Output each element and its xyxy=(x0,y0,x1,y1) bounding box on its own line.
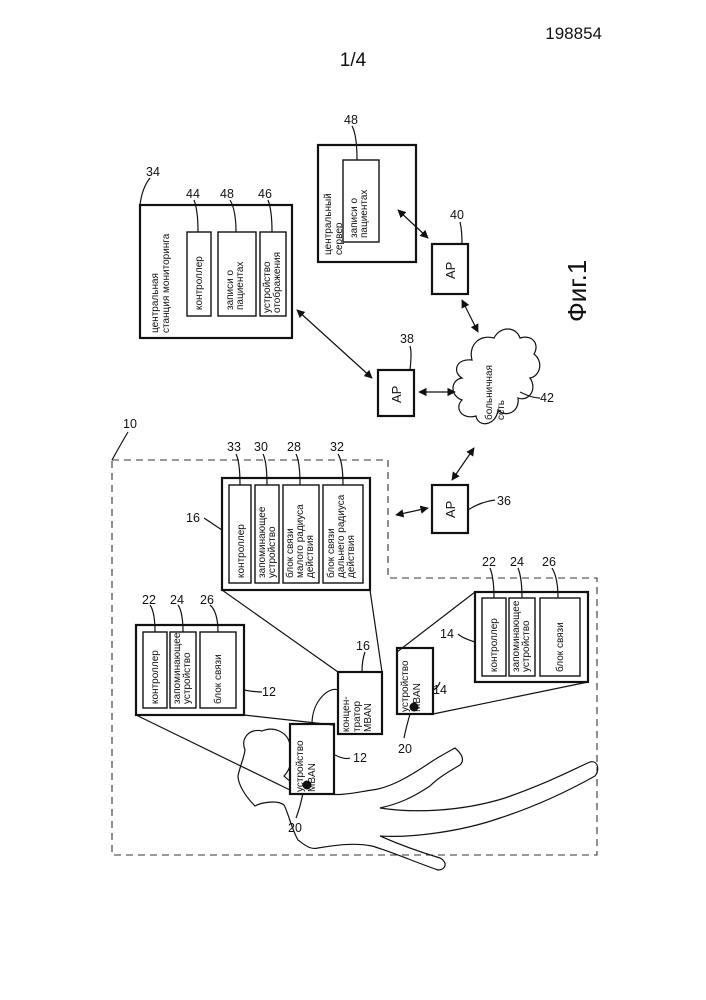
svg-text:записи о пациентах: записи о пациентах xyxy=(349,190,370,238)
sensor-dot-right xyxy=(410,703,419,712)
svg-text:устройство отображения: устройство отображения xyxy=(262,252,283,313)
svg-text:24: 24 xyxy=(510,555,524,569)
arrow-ap40-network xyxy=(462,300,478,332)
svg-text:46: 46 xyxy=(258,187,272,201)
arrow-station-ap38 xyxy=(297,310,372,378)
svg-text:14: 14 xyxy=(440,627,454,641)
arrow-hub-ap36 xyxy=(396,508,428,515)
svg-text:33: 33 xyxy=(227,440,241,454)
svg-text:20: 20 xyxy=(398,742,412,756)
svg-text:20: 20 xyxy=(288,821,302,835)
svg-text:28: 28 xyxy=(287,440,301,454)
svg-text:26: 26 xyxy=(200,593,214,607)
svg-text:контроллер: контроллер xyxy=(236,524,247,578)
sensor-dot-left xyxy=(303,781,312,790)
svg-text:48: 48 xyxy=(344,113,358,127)
svg-text:16: 16 xyxy=(356,639,370,653)
svg-text:блок связи: блок связи xyxy=(212,654,224,704)
svg-text:AP: AP xyxy=(443,262,458,279)
svg-text:30: 30 xyxy=(254,440,268,454)
svg-text:AP: AP xyxy=(389,386,404,403)
svg-text:36: 36 xyxy=(497,494,511,508)
svg-text:записи о пациентах: записи о пациентах xyxy=(225,262,246,310)
svg-text:40: 40 xyxy=(450,208,464,222)
svg-text:16: 16 xyxy=(186,511,200,525)
svg-text:12: 12 xyxy=(262,685,276,699)
svg-text:контроллер: контроллер xyxy=(489,618,500,672)
svg-text:контроллер: контроллер xyxy=(194,256,205,310)
svg-text:AP: AP xyxy=(443,501,458,518)
svg-text:14: 14 xyxy=(433,683,447,697)
figure-label: Фиг.1 xyxy=(562,260,592,322)
svg-text:44: 44 xyxy=(186,187,200,201)
svg-text:34: 34 xyxy=(146,165,160,179)
svg-text:38: 38 xyxy=(400,332,414,346)
svg-text:48: 48 xyxy=(220,187,234,201)
svg-text:42: 42 xyxy=(540,391,554,405)
svg-text:22: 22 xyxy=(482,555,496,569)
svg-text:контроллер: контроллер xyxy=(150,650,161,704)
svg-text:24: 24 xyxy=(170,593,184,607)
system-ref: 10 xyxy=(123,417,137,431)
svg-text:22: 22 xyxy=(142,593,156,607)
svg-text:26: 26 xyxy=(542,555,556,569)
svg-text:блок связи: блок связи xyxy=(554,622,566,672)
svg-text:12: 12 xyxy=(353,751,367,765)
svg-text:32: 32 xyxy=(330,440,344,454)
svg-text:больничная сеть: больничная сеть xyxy=(483,362,507,420)
arrow-ap36-network xyxy=(452,448,474,480)
